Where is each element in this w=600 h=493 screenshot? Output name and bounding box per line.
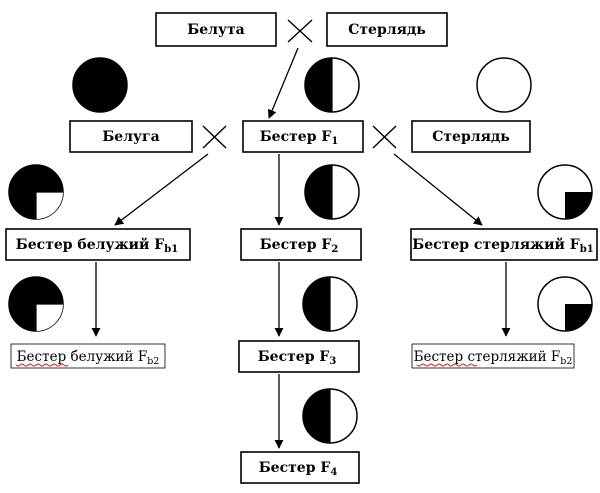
f1-genome-circle bbox=[304, 57, 360, 113]
cross-symbol-top bbox=[287, 19, 313, 43]
arrow-to-fb1-beluga bbox=[114, 153, 209, 226]
cross-symbol-right bbox=[372, 125, 397, 149]
beluga-genome-circle bbox=[72, 57, 128, 113]
parent-sterlet-label: Стерлядь bbox=[432, 129, 510, 145]
fb2-beluga-genome-circle bbox=[8, 276, 64, 332]
f3-label: Бестер F3 bbox=[258, 349, 337, 367]
parent-beluga-label: Белуга bbox=[102, 129, 159, 145]
parent-sterlet-box: Стерлядь bbox=[411, 120, 531, 153]
f4-genome-circle bbox=[302, 388, 358, 444]
arrow-to-fb1-sterlet bbox=[393, 153, 483, 226]
fb2-beluga-box: Бестер белужий Fb2 bbox=[10, 343, 166, 369]
fb1-sterlet-label: Бестер стерляжий Fb1 bbox=[412, 236, 593, 255]
fb1-beluga-label: Бестер белужий Fb1 bbox=[16, 236, 178, 255]
f2-box: Бестер F2 bbox=[240, 228, 362, 261]
f4-label: Бестер F4 bbox=[259, 460, 338, 478]
f1-box: Бестер F1 bbox=[242, 120, 364, 153]
spellcheck-underline-left bbox=[15, 363, 69, 367]
f2-genome-circle bbox=[304, 164, 360, 220]
fb1-beluga-genome-circle bbox=[8, 164, 64, 220]
parent-sterlet-box-top: Стерлядь bbox=[326, 12, 448, 47]
fb2-sterlet-genome-circle bbox=[537, 276, 593, 332]
spellcheck-underline-right bbox=[416, 363, 478, 367]
arrow-cross-to-f1 bbox=[267, 47, 299, 119]
parent-beluga-box: Белуга bbox=[69, 120, 193, 153]
f1-label: Бестер F1 bbox=[260, 129, 339, 147]
f3-box: Бестер F3 bbox=[238, 340, 360, 373]
fb1-beluga-box: Бестер белужий Fb1 bbox=[5, 228, 191, 261]
fb1-sterlet-box: Бестер стерляжий Fb1 bbox=[410, 228, 598, 261]
sterlet-genome-circle bbox=[476, 57, 532, 113]
fb2-sterlet-label: Бестер стерляжий Fb2 bbox=[414, 349, 573, 367]
parent-sterlet-label-top: Стерлядь bbox=[348, 22, 426, 38]
cross-symbol-left bbox=[202, 125, 227, 149]
fb1-sterlet-genome-circle bbox=[537, 164, 593, 220]
f4-box: Бестер F4 bbox=[240, 451, 360, 484]
f3-genome-circle bbox=[302, 276, 358, 332]
fb2-beluga-label: Бестер белужий Fb2 bbox=[17, 349, 160, 367]
fb2-sterlet-box: Бестер стерляжий Fb2 bbox=[411, 343, 575, 369]
f2-label: Бестер F2 bbox=[260, 237, 339, 255]
parent-beluga-box-top: Белута bbox=[155, 12, 277, 47]
parent-beluga-label-top: Белута bbox=[187, 22, 244, 38]
